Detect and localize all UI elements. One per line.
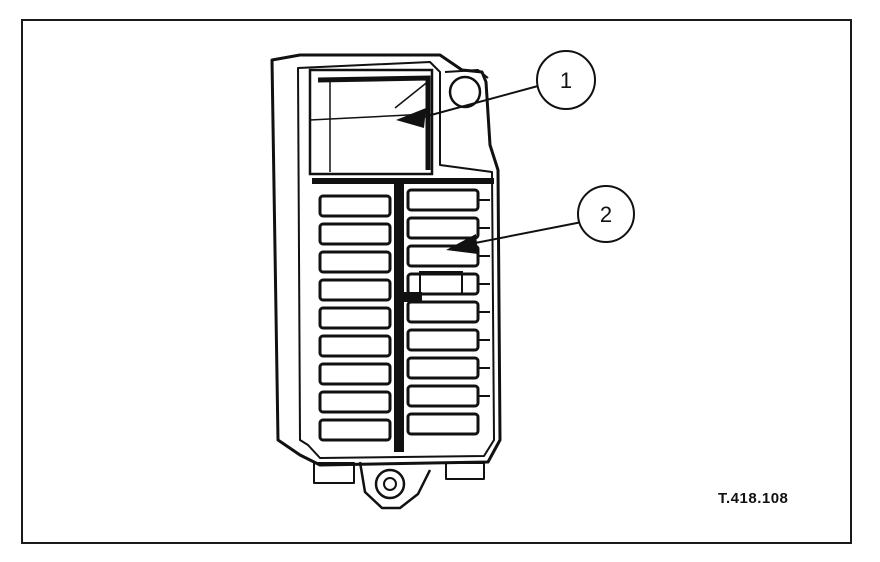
callout-2-label: 2 [600, 202, 612, 227]
callout-2-leader [469, 221, 583, 245]
callout-1: 1 [396, 50, 596, 128]
callout-1-leader [419, 85, 539, 119]
spare-compartment [308, 68, 434, 176]
fuse-column-left [318, 194, 392, 442]
callout-2-arrowhead [446, 234, 478, 254]
callout-1-arrowhead [396, 108, 426, 128]
callout-2: 2 [446, 185, 635, 254]
fuse-tabs [478, 199, 490, 397]
figure-reference-code: T.418.108 [718, 490, 789, 507]
callout-2-circle [577, 185, 635, 243]
callout-1-circle [536, 50, 596, 110]
fuse-array [312, 178, 494, 452]
fuse-box-housing [270, 53, 502, 510]
callout-1-label: 1 [560, 68, 572, 93]
fuse-column-right [406, 188, 480, 436]
